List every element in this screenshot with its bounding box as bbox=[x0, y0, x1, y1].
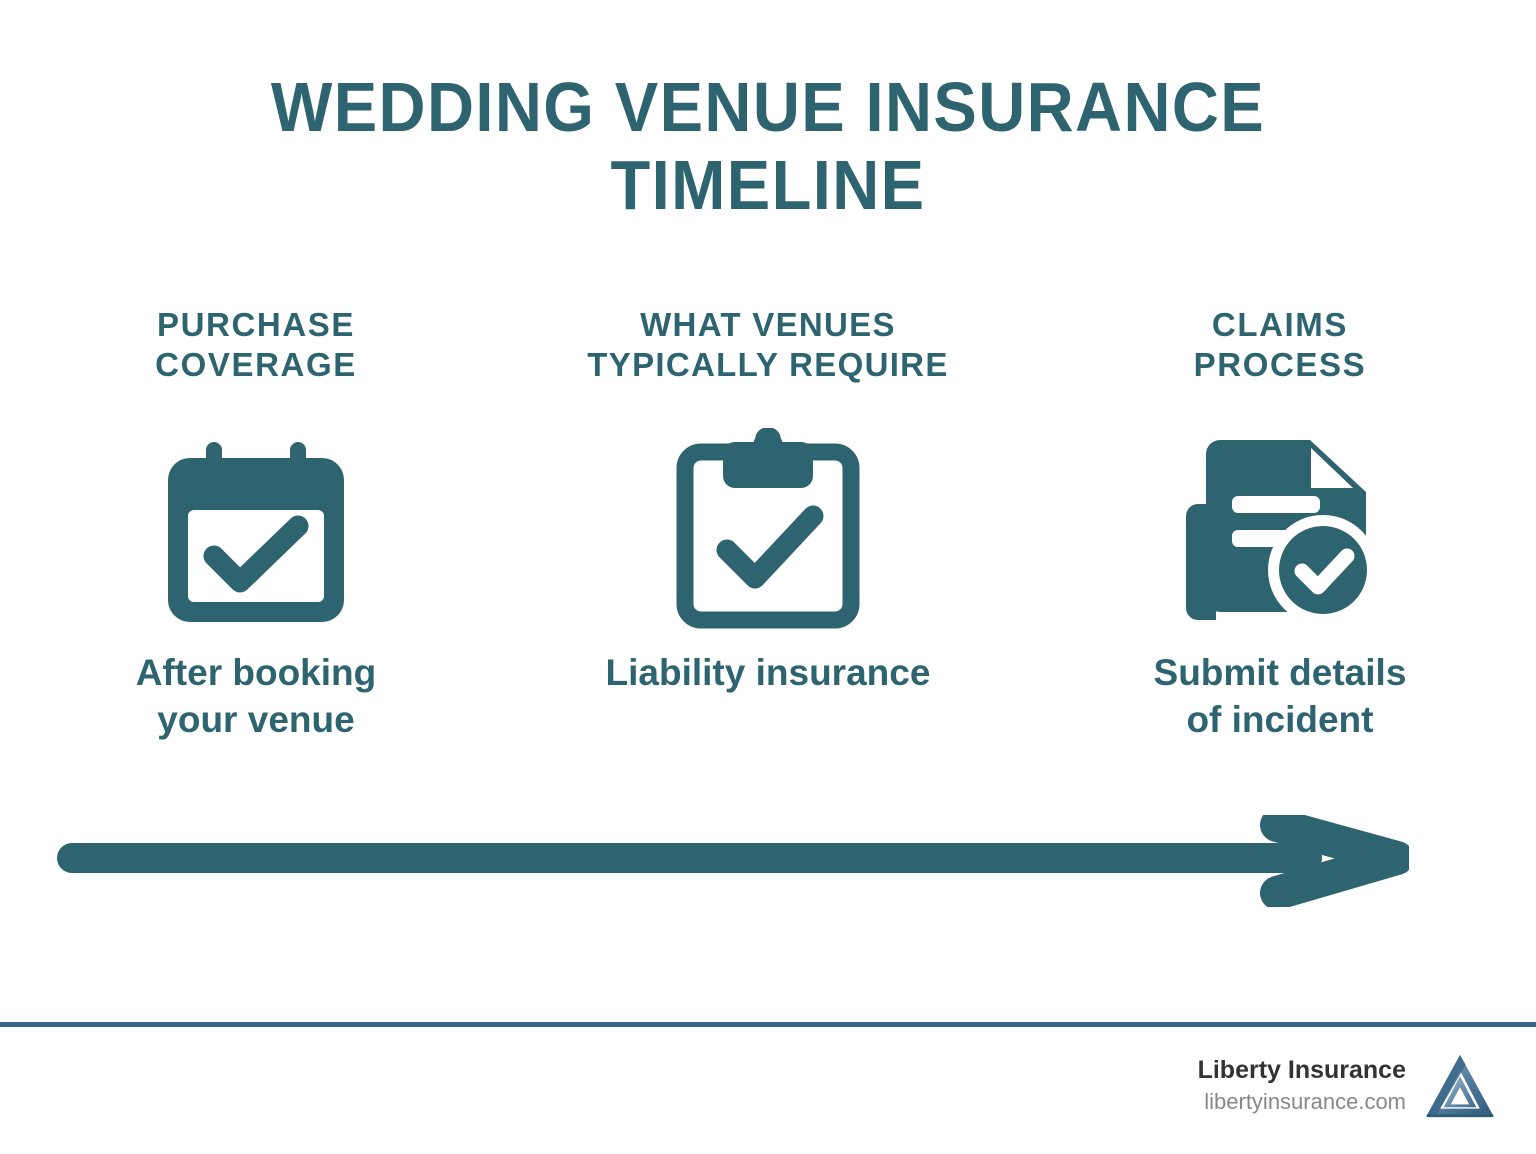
liberty-triangle-logo bbox=[1424, 1052, 1496, 1120]
document-check-icon bbox=[1172, 425, 1387, 635]
timeline-step-claims-process: CLAIMS PROCESS Subm bbox=[1024, 305, 1536, 744]
brand-name: Liberty Insurance bbox=[1197, 1056, 1406, 1085]
footer-text: Liberty Insurance libertyinsurance.com bbox=[1198, 1055, 1406, 1117]
step-caption: Submit details of incident bbox=[1153, 652, 1407, 741]
step-caption: After booking your venue bbox=[135, 652, 377, 741]
clipboard-check-icon bbox=[673, 425, 863, 635]
step-heading: CLAIMS PROCESS bbox=[1193, 306, 1367, 384]
right-arrow-icon bbox=[57, 808, 1414, 910]
timeline-step-venue-requirements: WHAT VENUES TYPICALLY REQUIRE Liability … bbox=[512, 305, 1024, 744]
timeline-columns: PURCHASE COVERAGE After booking your ven… bbox=[0, 305, 1536, 744]
step-heading: PURCHASE COVERAGE bbox=[155, 306, 357, 384]
step-caption: Liability insurance bbox=[605, 652, 931, 693]
footer-brand: Liberty Insurance libertyinsurance.com bbox=[1198, 1052, 1496, 1120]
page-title: WEDDING VENUE INSURANCE TIMELINE bbox=[270, 68, 1266, 225]
step-heading: WHAT VENUES TYPICALLY REQUIRE bbox=[587, 306, 949, 384]
brand-url: libertyinsurance.com bbox=[1204, 1089, 1406, 1115]
footer-divider bbox=[0, 1022, 1536, 1027]
calendar-check-icon bbox=[156, 425, 356, 635]
timeline-step-purchase-coverage: PURCHASE COVERAGE After booking your ven… bbox=[0, 305, 512, 744]
